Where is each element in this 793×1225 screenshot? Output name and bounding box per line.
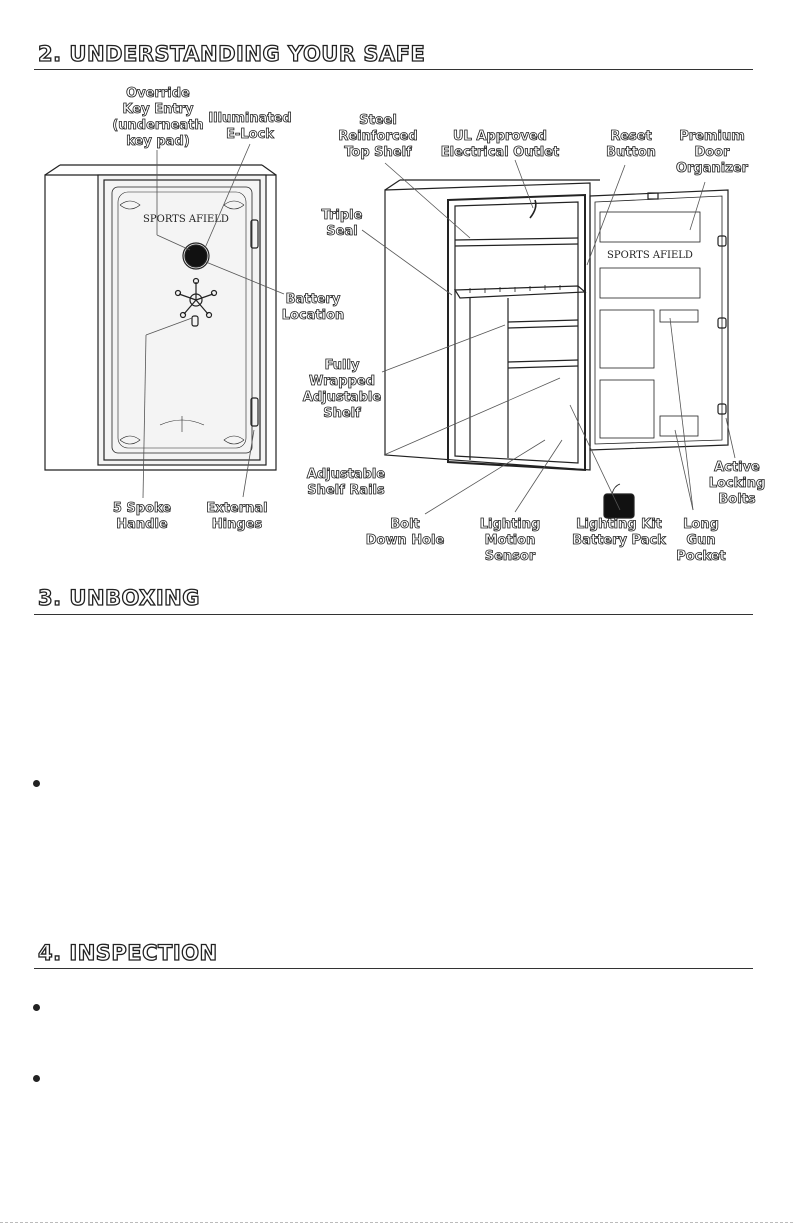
callout-shelf-rails: Adjustable Shelf Rails [306, 467, 386, 499]
callout-motion-sensor: Lighting Motion Sensor [479, 517, 541, 565]
callout-steel-top-shelf: Steel Reinforced Top Shelf [338, 113, 418, 161]
door-logo-top: SPORTS AFIELD [143, 214, 229, 225]
callout-triple-seal: Triple Seal [321, 208, 363, 240]
section-title-unboxing: 3. UNBOXING [37, 585, 200, 610]
callout-illuminated-elock: Illuminated E-Lock [208, 111, 292, 143]
callout-active-bolts: Active Locking Bolts [708, 460, 766, 508]
callout-reset-button: Reset Button [606, 129, 657, 161]
bullet-marker [33, 1004, 40, 1011]
bullet-marker [33, 780, 40, 787]
callout-battery-pack: Lighting Kit Battery Pack [572, 517, 666, 549]
callout-long-gun-pocket: Long Gun Pocket [676, 517, 726, 565]
callout-spoke-handle: 5 Spoke Handle [112, 501, 172, 533]
section-title-inspection: 4. INSPECTION [37, 940, 218, 965]
section-title-understanding: 2. UNDERSTANDING YOUR SAFE [37, 41, 426, 66]
callout-bolt-down-hole: Bolt Down Hole [365, 517, 445, 549]
bullet-marker [33, 1075, 40, 1082]
callout-override-key: Override Key Entry (underneath key pad) [112, 86, 204, 150]
safe-illustration: SPORTS AFIELD [44, 143, 736, 519]
section-rule [34, 614, 753, 615]
page-bottom-edge [0, 1222, 793, 1223]
closed-safe-drawing: SPORTS AFIELD [44, 164, 277, 471]
callout-wrapped-shelf: Fully Wrapped Adjustable Shelf [302, 358, 382, 422]
door-logo-open: SPORTS AFIELD [607, 250, 693, 261]
callout-external-hinges: External Hinges [206, 501, 268, 533]
section-rule [34, 69, 753, 70]
callout-electrical-outlet: UL Approved Electrical Outlet [440, 129, 560, 161]
open-safe-drawing: SPORTS AFIELD [384, 179, 729, 519]
callout-battery-location: Battery Location [281, 292, 345, 324]
section-rule [34, 968, 753, 969]
callout-door-organizer: Premium Door Organizer [675, 129, 749, 177]
